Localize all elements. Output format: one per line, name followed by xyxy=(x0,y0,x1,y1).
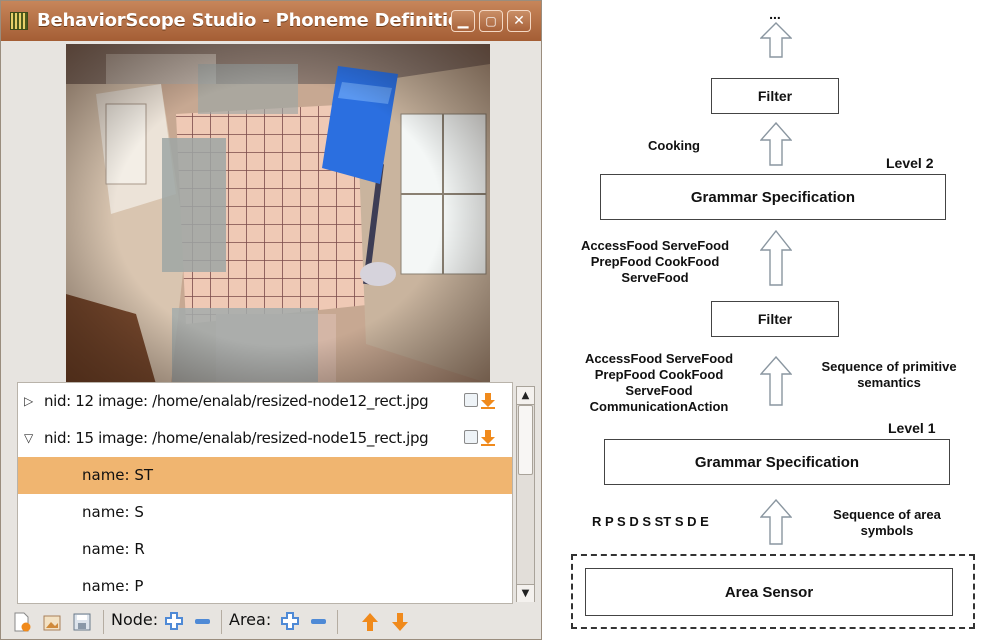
add-area-icon[interactable] xyxy=(281,612,299,630)
close-button[interactable]: ✕ xyxy=(507,10,531,32)
toolbar-separator xyxy=(103,610,104,634)
expand-arrow-icon[interactable]: ▷ xyxy=(24,394,34,408)
node-label: nid: 12 image: /home/enalab/resized-node… xyxy=(44,392,429,410)
filter-box-mid: Filter xyxy=(711,301,839,337)
access-food-lower: AccessFood ServeFood PrepFood CookFood S… xyxy=(556,351,762,415)
field-label: name: xyxy=(82,503,130,521)
scroll-down-icon[interactable]: ▼ xyxy=(517,584,534,602)
cooking-label: Cooking xyxy=(648,138,700,153)
access-lower-line: ServeFood xyxy=(625,383,693,398)
tree-node[interactable]: ▷ nid: 12 image: /home/enalab/resized-no… xyxy=(18,383,512,420)
save-icon[interactable] xyxy=(73,612,91,632)
field-label: name: xyxy=(82,466,130,484)
filter-box-top: Filter xyxy=(711,78,839,114)
minimize-button[interactable]: ▁ xyxy=(451,10,475,32)
area-sensor-box: Area Sensor xyxy=(585,568,953,616)
node-label: Node: xyxy=(111,610,159,629)
move-up-icon[interactable] xyxy=(361,612,379,632)
download-arrow-icon[interactable] xyxy=(481,430,495,446)
add-node-icon[interactable] xyxy=(165,612,183,630)
field-label: name: xyxy=(82,540,130,558)
maximize-button[interactable]: ▢ xyxy=(479,10,503,32)
level1-label: Level 1 xyxy=(888,420,936,436)
level2-label: Level 2 xyxy=(886,155,934,171)
area-label: Area: xyxy=(229,610,272,629)
title-bar[interactable]: BehaviorScope Studio - Phoneme Definitio… xyxy=(1,1,541,41)
tree-scrollbar[interactable]: ▲ ▼ xyxy=(516,386,535,602)
maximize-icon: ▢ xyxy=(485,14,497,28)
app-window: BehaviorScope Studio - Phoneme Definitio… xyxy=(0,0,542,640)
up-arrow-icon xyxy=(760,356,792,406)
tree-field-row[interactable]: name: P xyxy=(18,568,512,603)
up-arrow-icon xyxy=(760,230,792,286)
new-file-icon[interactable] xyxy=(13,612,31,632)
seq-area-line: Sequence of area xyxy=(833,507,941,522)
seq-primitive-line: semantics xyxy=(857,375,921,390)
field-value: ST xyxy=(134,466,154,484)
access-food-upper: AccessFood ServeFood PrepFood CookFood S… xyxy=(560,238,750,286)
node-label: nid: 15 image: /home/enalab/resized-node… xyxy=(44,429,429,447)
field-value: P xyxy=(134,577,144,595)
open-image-icon[interactable] xyxy=(43,612,61,632)
toolbar-separator xyxy=(337,610,338,634)
area-sensor-label: Area Sensor xyxy=(724,583,814,601)
seq-area-line: symbols xyxy=(860,523,914,538)
up-arrow-icon xyxy=(760,122,792,166)
sequence-primitive-label: Sequence of primitive semantics xyxy=(800,359,978,391)
field-value: S xyxy=(134,503,144,521)
scroll-up-icon[interactable]: ▲ xyxy=(517,387,534,405)
access-upper-line: ServeFood xyxy=(621,270,689,285)
move-down-icon[interactable] xyxy=(391,612,409,632)
sequence-area-label: Sequence of area symbols xyxy=(806,507,968,539)
toolbar-separator xyxy=(221,610,222,634)
tree-node[interactable]: ▽ nid: 15 image: /home/enalab/resized-no… xyxy=(18,420,512,457)
seq-primitive-line: Sequence of primitive xyxy=(821,359,957,374)
remove-area-icon[interactable] xyxy=(311,619,326,624)
tree-field-row[interactable]: name: S xyxy=(18,494,512,531)
remove-node-icon[interactable] xyxy=(195,619,210,624)
grammar2-label: Grammar Specification xyxy=(690,188,856,206)
close-icon: ✕ xyxy=(513,13,525,29)
download-arrow-icon[interactable] xyxy=(481,393,495,409)
tree-field-row[interactable]: name: R xyxy=(18,531,512,568)
access-lower-line: AccessFood ServeFood xyxy=(584,351,734,366)
area-symbols-label: R P S D S ST S D E xyxy=(592,514,709,529)
image-file-icon[interactable] xyxy=(464,393,478,407)
up-arrow-icon xyxy=(760,499,792,545)
collapse-arrow-icon[interactable]: ▽ xyxy=(24,431,34,445)
up-arrow-icon xyxy=(760,22,792,58)
node-tree[interactable]: ▷ nid: 12 image: /home/enalab/resized-no… xyxy=(17,382,513,604)
grammar-spec-box-level2: Grammar Specification xyxy=(600,174,946,220)
image-file-icon[interactable] xyxy=(464,430,478,444)
ellipsis-label: ... xyxy=(769,6,781,22)
access-lower-line: CommunicationAction xyxy=(589,399,729,414)
filter-top-label: Filter xyxy=(757,88,793,104)
field-label: name: xyxy=(82,577,130,595)
tree-field-row[interactable]: name: ST xyxy=(18,457,512,494)
camera-image[interactable] xyxy=(66,44,490,384)
bottom-toolbar: Node: Area: xyxy=(1,604,541,640)
access-upper-line: AccessFood ServeFood xyxy=(580,238,730,253)
camera-scene xyxy=(66,44,490,384)
field-value: R xyxy=(134,540,145,558)
grammar-spec-box-level1: Grammar Specification xyxy=(604,439,950,485)
app-icon xyxy=(10,12,28,30)
scroll-thumb[interactable] xyxy=(518,405,533,475)
filter-mid-label: Filter xyxy=(757,311,793,327)
grammar1-label: Grammar Specification xyxy=(694,453,860,471)
access-lower-line: PrepFood CookFood xyxy=(594,367,724,382)
window-title: BehaviorScope Studio - Phoneme Definitio… xyxy=(37,10,473,31)
minimize-icon: ▁ xyxy=(457,13,469,29)
access-upper-line: PrepFood CookFood xyxy=(590,254,720,269)
sensor-dashed-frame xyxy=(571,554,975,629)
